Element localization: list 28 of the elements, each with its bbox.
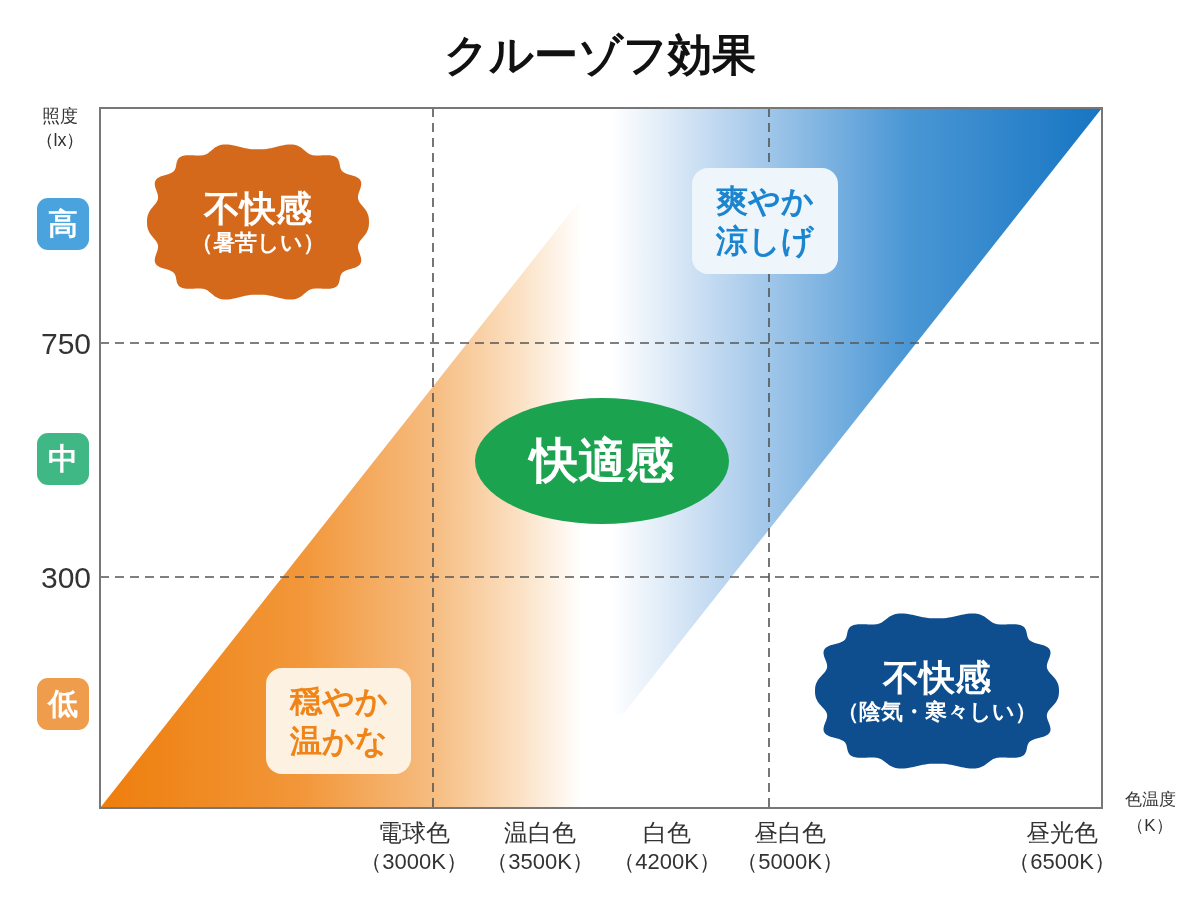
axis-title: （lx）	[35, 131, 85, 151]
level-badge: 低	[37, 678, 89, 730]
cloud-shape	[815, 612, 1059, 770]
axis-title: 色温度	[1124, 790, 1176, 810]
tick-label: 昼白色	[754, 819, 826, 847]
axis-title: （K）	[1127, 816, 1173, 836]
level-badge: 中	[37, 433, 89, 485]
tick-label: 電球色	[378, 819, 450, 847]
label-box: 穏やか温かな	[266, 668, 411, 774]
level-badge: 高	[37, 198, 89, 250]
note-text: （陰気・寒々しい）	[837, 699, 1037, 726]
tick-label: 温白色	[504, 819, 576, 847]
chart-title: クルーゾフ効果	[444, 30, 756, 80]
tick-label: 750	[40, 326, 92, 360]
tick-label: （5000K）	[736, 849, 844, 875]
tick-label: 300	[40, 560, 92, 594]
heading-text: 不快感	[204, 187, 312, 231]
tick-label: （6500K）	[1008, 849, 1116, 875]
tick-label: （4200K）	[613, 849, 721, 875]
label-box: 爽やか涼しげ	[692, 168, 838, 274]
heading-text: 不快感	[883, 656, 991, 700]
tick-label: 昼光色	[1026, 819, 1098, 847]
note-text: （暑苦しい）	[191, 230, 325, 257]
cloud-shape	[147, 143, 369, 301]
tick-label: （3000K）	[360, 849, 468, 875]
tick-label: 白色	[643, 819, 691, 847]
axis-title: 照度	[42, 107, 78, 127]
tick-label: （3500K）	[486, 849, 594, 875]
